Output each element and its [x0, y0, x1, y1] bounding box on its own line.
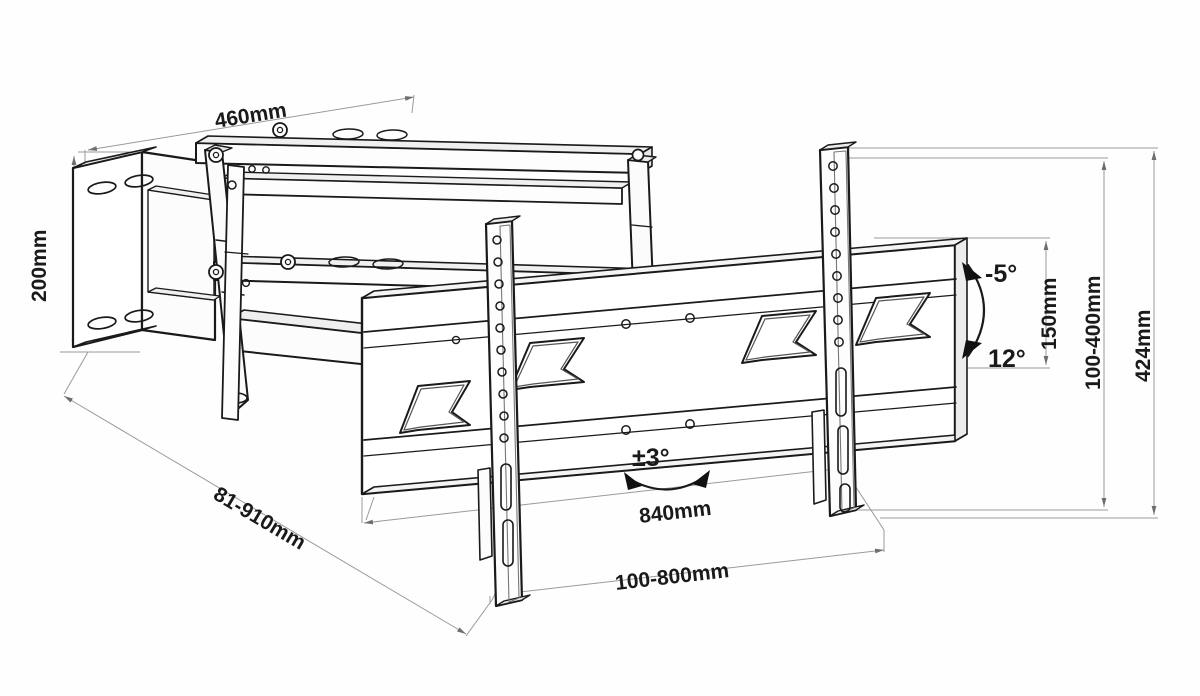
rail-right-slot-3: [839, 483, 851, 513]
angle-labels: ±3° -5° 12°: [632, 260, 1026, 472]
rail-right-hole-column: [828, 161, 844, 347]
tilt-arc-group: [962, 262, 985, 359]
bar-hole-1: [621, 319, 631, 329]
dim-line-910: [63, 395, 467, 635]
mid-arm-slot-1: [328, 256, 360, 268]
tilt-arrow-up: [962, 262, 982, 281]
rail-left-slot-2: [502, 519, 514, 567]
mid-arm-bolt: [241, 278, 251, 288]
upper-arm-slot-1: [332, 128, 364, 140]
ext-line-910-end: [465, 599, 493, 637]
rail-right-slot-2: [837, 425, 849, 475]
wall-plate-slot-bottom-left: [87, 316, 117, 330]
bar-stiffener-bottom: [363, 386, 957, 441]
dim-line-800: [493, 548, 885, 597]
rail-right-slot-1: [835, 367, 847, 417]
swivel-arrow-right: [692, 470, 710, 488]
label-rail-spacing: 150mm: [1038, 278, 1061, 350]
label-tilt-up-angle: -5°: [985, 260, 1017, 288]
bracket-assembly: [71, 122, 985, 608]
label-vesa-vertical: 100-400mm: [1082, 276, 1105, 390]
wall-plate: [71, 146, 221, 349]
leader-bar-left: [365, 496, 375, 521]
upper-arm-slot-2: [376, 129, 408, 141]
label-tilt-down-angle: 12°: [988, 345, 1026, 373]
chevron-cutout-right-center: [741, 310, 817, 364]
chevron-cutout-left: [399, 380, 471, 434]
hinge-column-inner: [221, 164, 249, 421]
ext-line-460-right: [411, 94, 415, 114]
ext-line-910-start: [63, 351, 89, 395]
dim-line-840: [363, 466, 845, 525]
bar-hole-4: [685, 419, 695, 429]
dim-line-460: [87, 96, 415, 151]
swivel-arrow-left: [624, 472, 642, 490]
wall-plate-slot-bottom-right: [124, 309, 154, 323]
tilt-arrow-down: [962, 340, 982, 359]
bolt-hole-b: [248, 165, 256, 173]
rail-left-tab: [477, 467, 493, 561]
bar-hole-2: [685, 313, 695, 323]
label-wall-plate-height: 200mm: [28, 230, 51, 302]
chevron-cutout-middle: [509, 337, 585, 391]
tv-rail-right: [811, 141, 865, 518]
bar-hole-3: [621, 425, 631, 435]
mid-arm-slot-2: [372, 258, 404, 270]
label-swivel-angle: ±3°: [632, 444, 670, 472]
pivot-bolts: [208, 122, 645, 280]
rail-left-slot-group: [500, 463, 514, 567]
label-overall-height: 424mm: [1132, 310, 1155, 382]
rail-left-slot-1: [500, 463, 512, 511]
chevron-cutout-far-right: [855, 292, 931, 346]
rail-right-tab: [811, 409, 827, 505]
bolt-hole-c: [262, 166, 270, 174]
bar-hole-5: [451, 335, 461, 345]
tv-rail-left: [477, 215, 531, 608]
wall-plate-slot-top-left: [87, 181, 117, 195]
rail-right-slot-group: [835, 367, 851, 513]
bar-stiffener-top: [363, 278, 957, 333]
wall-plate-slot-top-right: [124, 174, 154, 188]
swivel-arc-group: [624, 470, 710, 491]
rail-left-hole-column: [492, 235, 509, 443]
